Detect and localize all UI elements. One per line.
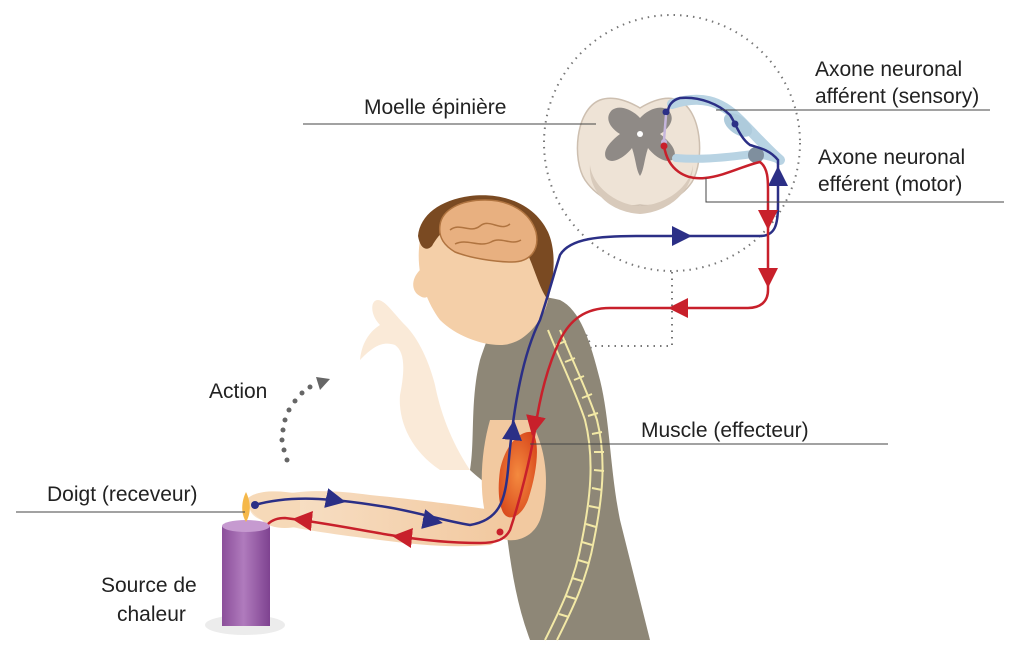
leader-efferent [705, 178, 1004, 203]
label-spinal-cord: Moelle épinière [364, 96, 507, 119]
label-afferent-axon-line1: Axone neuronal [815, 58, 963, 81]
candle [205, 492, 285, 635]
torso-shirt [470, 297, 650, 640]
label-heat-source-line1: Source de [101, 574, 197, 597]
efferent-nerve-path [267, 145, 770, 545]
action-arrow [279, 377, 330, 463]
head [413, 195, 554, 345]
brain [438, 199, 538, 263]
magnification-circle [543, 14, 801, 272]
label-efferent-axon-line1: Axone neuronal [818, 146, 966, 169]
spinal-cord-cross-section [576, 94, 785, 214]
spine-outline [544, 329, 605, 641]
label-action: Action [209, 380, 268, 403]
leader-lines [16, 109, 1004, 513]
receptor-dot [251, 501, 259, 509]
label-muscle: Muscle (effecteur) [641, 419, 809, 442]
label-finger: Doigt (receveur) [47, 483, 198, 506]
flame-icon [242, 492, 250, 522]
grey-matter [605, 107, 675, 176]
raised-arm-faded [360, 300, 470, 470]
label-heat-source-line2: chaleur [117, 603, 186, 626]
label-afferent-axon-line2: afférent (sensory) [815, 85, 980, 108]
label-efferent-axon-line2: efférent (motor) [818, 173, 963, 196]
forearm [249, 491, 502, 547]
